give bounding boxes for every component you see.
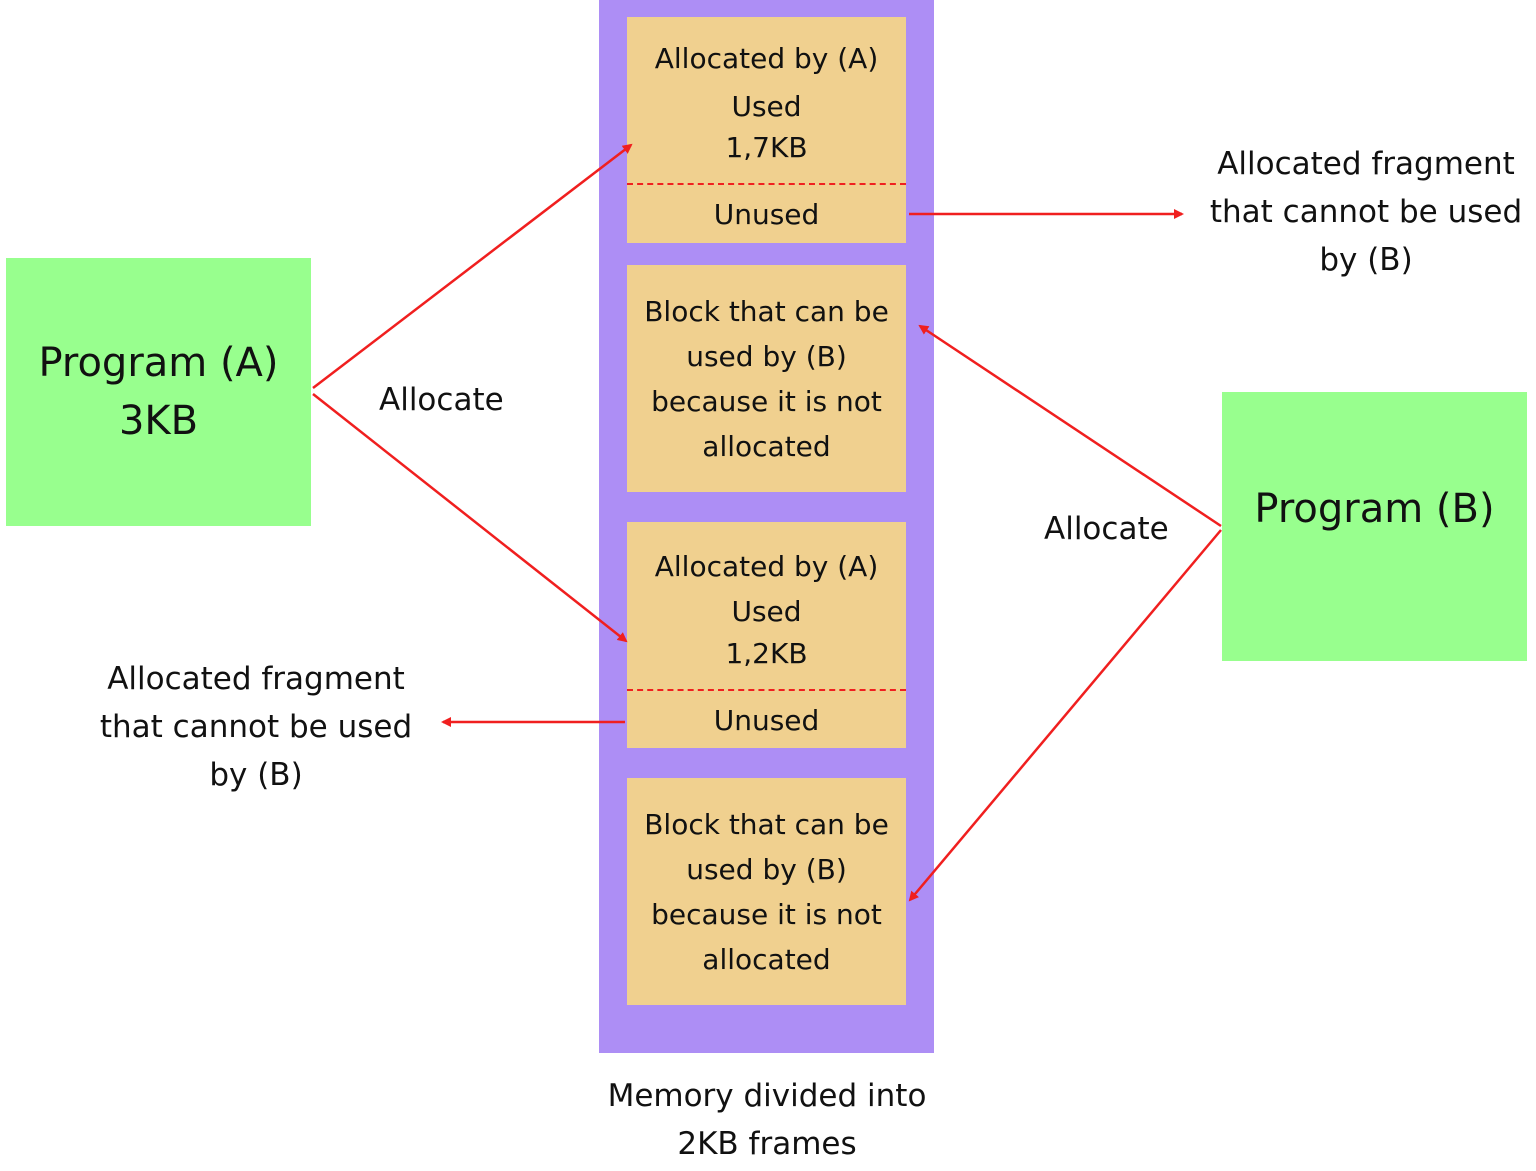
arrow-b-to-frame-2: [918, 324, 1222, 528]
program-a-name: Program (A): [38, 340, 279, 386]
fragment-left-line-2: that cannot be used: [99, 709, 413, 745]
frame-4-line-2: used by (B): [686, 852, 847, 886]
frame-1-used: Used: [731, 90, 802, 123]
frame-3-divider: [627, 689, 906, 691]
frame-4-line-4: allocated: [702, 942, 831, 976]
program-b-name: Program (B): [1254, 486, 1495, 532]
frame-4-line-3: because it is not: [651, 897, 882, 931]
frame-free-1: Block that can be used by (B) because it…: [627, 265, 906, 492]
fragment-label-left: Allocated fragment that cannot be used b…: [86, 655, 426, 799]
frame-1-title: Allocated by (A): [654, 42, 879, 75]
program-a-box: Program (A) 3KB: [6, 258, 311, 526]
frame-2-line-1: Block that can be: [644, 294, 889, 328]
fragment-right-line-1: Allocated fragment: [1217, 146, 1515, 182]
arrow-b-to-frame-4: [908, 529, 1222, 902]
frame-2-line-3: because it is not: [651, 384, 882, 418]
frame-3-size: 1,2KB: [725, 637, 808, 670]
frame-4-line-1: Block that can be: [644, 807, 889, 841]
frame-3-title: Allocated by (A): [654, 550, 879, 583]
program-b-box: Program (B): [1222, 392, 1527, 661]
memory-caption-line-1: Memory divided into: [607, 1078, 927, 1114]
fragment-label-right: Allocated fragment that cannot be used b…: [1196, 140, 1536, 284]
memory-caption-line-2: 2KB frames: [677, 1126, 857, 1162]
frame-2-line-2: used by (B): [686, 339, 847, 373]
frame-1-divider: [627, 183, 906, 185]
program-a-size: 3KB: [118, 398, 199, 444]
frame-1-size: 1,7KB: [725, 131, 808, 164]
frame-free-2: Block that can be used by (B) because it…: [627, 778, 906, 1005]
frame-3-unused: Unused: [713, 704, 820, 737]
frame-allocated-a-1: Allocated by (A) Used 1,7KB Unused: [627, 17, 906, 243]
fragment-left-line-3: by (B): [209, 757, 303, 793]
fragment-left-line-1: Allocated fragment: [107, 661, 405, 697]
allocate-label-a: Allocate: [379, 382, 504, 418]
fragment-right-line-2: that cannot be used: [1209, 194, 1523, 230]
frame-allocated-a-2: Allocated by (A) Used 1,2KB Unused: [627, 522, 906, 748]
memory-caption: Memory divided into 2KB frames: [560, 1072, 974, 1168]
allocate-label-b: Allocate: [1044, 511, 1169, 547]
arrow-a-to-frame-1: [312, 143, 633, 389]
frame-1-unused: Unused: [713, 198, 820, 231]
arrow-a-to-frame-3: [312, 393, 628, 643]
frame-2-line-4: allocated: [702, 429, 831, 463]
frame-3-used: Used: [731, 595, 802, 628]
fragment-right-line-3: by (B): [1319, 242, 1413, 278]
